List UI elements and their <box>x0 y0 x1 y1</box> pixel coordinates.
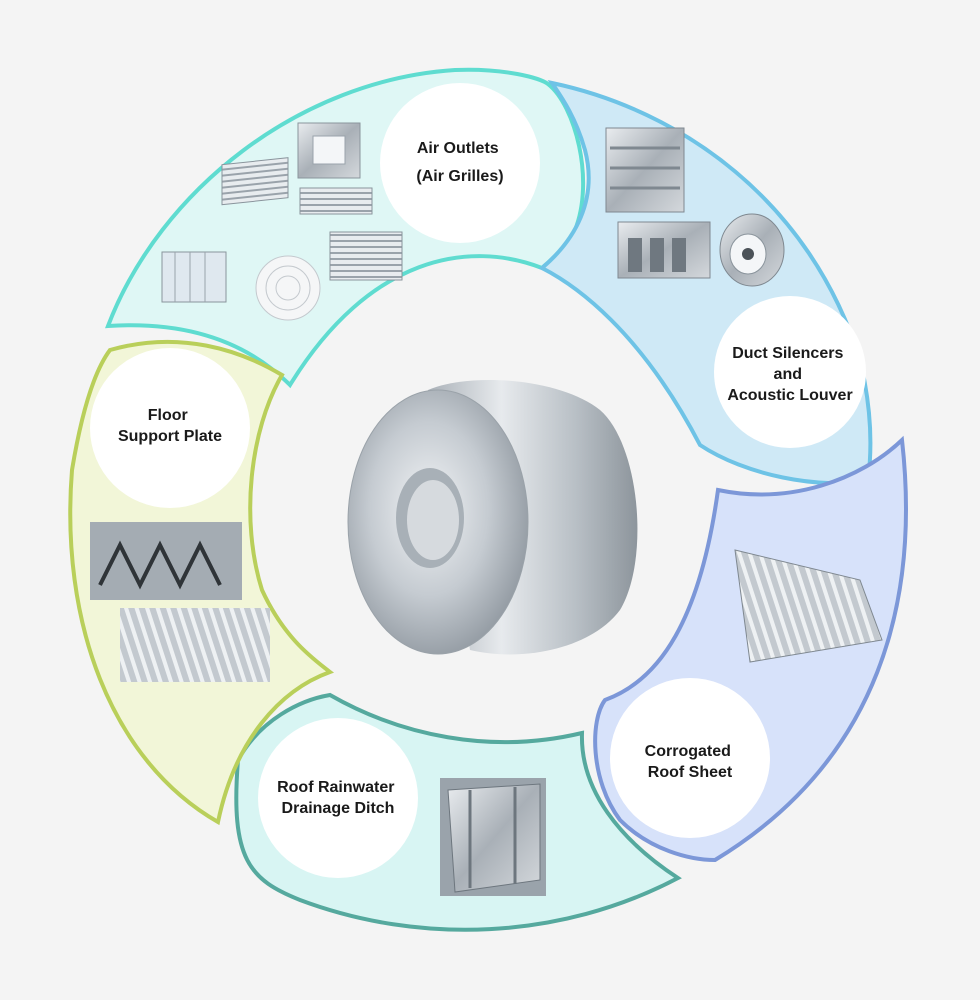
label-floor-support: Floor Support Plate <box>118 407 222 445</box>
label-circle-corrugated-roof <box>610 678 770 838</box>
duct-silencer-products <box>605 127 785 287</box>
label-roof-drainage: Roof Rainwater Drainage Ditch <box>277 779 399 817</box>
label-circle-floor-support <box>90 348 250 508</box>
label-corrugated-roof: Corrogated Roof Sheet <box>645 743 736 781</box>
drainage-ditch-product <box>440 778 546 896</box>
label-duct-silencers: Duct Silencers and Acoustic Louver <box>727 345 852 404</box>
label-circle-air-outlets <box>380 83 540 243</box>
floor-support-products <box>90 522 270 682</box>
steel-coil <box>347 379 638 655</box>
label-circle-duct-silencers <box>714 296 866 448</box>
label-circle-roof-drainage <box>258 718 418 878</box>
air-grille-products <box>161 122 403 321</box>
label-air-outlets: Air Outlets (Air Grilles) <box>416 140 503 185</box>
corrugated-sheet-product <box>734 549 883 663</box>
